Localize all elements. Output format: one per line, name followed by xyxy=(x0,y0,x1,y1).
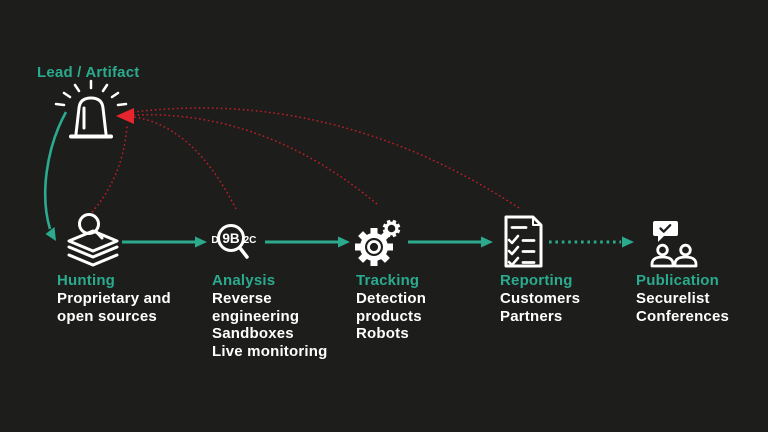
stage-detail: Securelist xyxy=(636,290,710,307)
arrowhead-icon xyxy=(195,236,207,248)
stage-detail: Conferences xyxy=(636,307,730,325)
checklist-document-icon xyxy=(504,215,543,268)
hex-byte-right: 2C xyxy=(244,235,257,246)
stage-reporting: Reporting Customers Partners xyxy=(500,272,580,325)
stage-title: Hunting xyxy=(57,272,116,289)
stage-detail: Live monitoring xyxy=(212,342,328,360)
gears-icon xyxy=(355,219,401,266)
siren-icon xyxy=(54,79,128,139)
feedback-curve-tracking xyxy=(133,114,378,205)
hex-byte-left: D xyxy=(211,235,218,246)
feedback-curve-analysis xyxy=(133,116,237,210)
stage-detail: Detection xyxy=(356,290,427,307)
stage-title: Analysis xyxy=(212,272,276,289)
stage-detail: Sandboxes xyxy=(212,325,294,343)
stage-title: Reporting xyxy=(500,272,573,289)
stage-analysis: Analysis Reverse engineering Sandboxes L… xyxy=(212,272,328,360)
arrowhead-icon xyxy=(481,236,493,248)
stage-publication: Publication Securelist Conferences xyxy=(636,272,729,325)
lead-artifact-label: Lead / Artifact xyxy=(37,64,140,81)
stage-tracking: Tracking Detection products Robots xyxy=(356,272,426,343)
feedback-curve-hunting xyxy=(91,125,128,213)
arrowhead-icon xyxy=(338,236,350,248)
stage-detail: open sources xyxy=(57,307,157,325)
stage-title: Publication xyxy=(636,272,720,289)
audience-speech-icon xyxy=(650,221,698,268)
stage-detail: Reverse xyxy=(212,290,272,307)
stage-detail: Robots xyxy=(356,325,409,343)
stage-detail: Customers xyxy=(500,290,581,307)
hex-byte-magnified: 9B xyxy=(222,231,240,246)
lead-to-hunting-arrowhead xyxy=(45,227,56,241)
stage-title: Tracking xyxy=(356,272,420,289)
stage-detail: Partners xyxy=(500,307,563,325)
lead-to-hunting-arrow xyxy=(43,111,68,230)
hex-magnifier-icon: 2C 9B D xyxy=(211,224,257,259)
layers-search-icon xyxy=(67,213,119,267)
arrowhead-icon xyxy=(622,236,634,248)
stage-detail: Proprietary and xyxy=(57,290,171,307)
stage-detail: engineering xyxy=(212,307,300,325)
stage-detail: products xyxy=(356,307,422,325)
red-arrowhead-icon xyxy=(116,108,134,124)
feedback-curve-reporting xyxy=(133,107,520,209)
stage-hunting: Hunting Proprietary and open sources xyxy=(57,272,171,325)
